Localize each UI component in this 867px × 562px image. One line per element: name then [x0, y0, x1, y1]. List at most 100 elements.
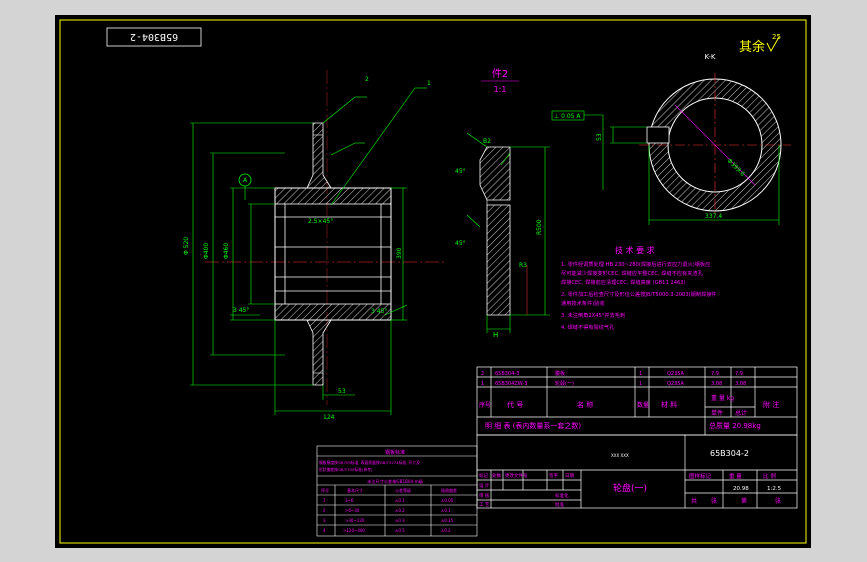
title-col-label: 重 量 — [729, 472, 742, 480]
std-header: 公差等级 — [395, 487, 411, 493]
tech-req-line: 尽可能减少焊接变形CEC, 焊缝应平整CEC, 焊缝不应有夹渣孔 — [561, 269, 704, 277]
part-scale: 1:1 — [494, 85, 507, 94]
title-role: 设 计 — [479, 482, 490, 489]
title-sheet-label: 共 — [691, 497, 697, 505]
title-unit: ХХХ ХХХ — [611, 453, 629, 458]
bom-header: 代 号 — [507, 400, 523, 409]
std-cell: 4 — [323, 528, 326, 533]
bom-header: 材 料 — [661, 400, 677, 409]
dim-hub-dia: 390 — [396, 247, 403, 259]
dim-outer-dia: Φ 520 — [183, 237, 190, 255]
cad-drawing: 65B304-2 其余 25 — [59, 19, 807, 544]
title-block-text: 65B304-2 ХХХ ХХХ 轮盘(一) 图样标记 重 量 比 例 20.9… — [479, 449, 782, 508]
bom-cell: 65B304ZW-3 — [495, 381, 528, 387]
tech-req-line: 4. 焊缝不得有裂纹气孔 — [561, 323, 615, 331]
tech-req-line: 3. 未注倒角2X45°并去毛刺 — [561, 311, 625, 319]
part-label: 件2 — [492, 68, 508, 80]
dim-section-height: R500 — [536, 219, 543, 235]
bom-cell: 7.9 — [711, 371, 719, 377]
bom-cell: 轮毂(一) — [555, 380, 574, 387]
title-drawing-no: 65B304-2 — [710, 449, 749, 458]
title-block — [476, 434, 798, 509]
dim-keyway-width: 337.4 — [705, 213, 722, 220]
std-cell: >120~400 — [343, 528, 365, 533]
bom-cell: 1 — [481, 381, 484, 387]
roughness-symbol-icon — [766, 36, 780, 53]
bom-header: 附 注 — [763, 400, 779, 409]
std-cell: ±0.15 — [441, 518, 454, 523]
title-sign-label: 处数 — [492, 472, 501, 479]
bom-cell: 3.08 — [735, 381, 746, 387]
bom-summary: 明 细 表 (表内数量系一套之数) — [485, 421, 581, 430]
title-role: 工 艺 — [479, 502, 490, 508]
bom-table — [476, 366, 798, 436]
std-subtitle: 未注尺寸公差按GB1804-m级 — [367, 478, 424, 485]
std-cell: ±0.5 — [395, 528, 405, 533]
title-role: 审 核 — [479, 492, 490, 499]
bom-header: 单件 — [711, 409, 723, 417]
bom-header: 数量 — [637, 401, 649, 409]
title-scale: 1:2.5 — [767, 486, 782, 492]
dim-chamfer-right: 3 45° — [371, 308, 387, 315]
bom-cell: 7.9 — [735, 371, 743, 377]
tolerance-frame — [551, 110, 585, 121]
std-cell: 2 — [323, 508, 326, 513]
title-sheet-label: 第 — [741, 497, 747, 505]
standards-table — [316, 445, 478, 537]
dim-ring-key: 53 — [596, 133, 603, 141]
dim-small-h: H — [493, 331, 498, 339]
std-cell: >30~120 — [345, 518, 365, 523]
std-cell: 3~6 — [345, 498, 354, 503]
std-cell: 3 — [323, 518, 326, 523]
detail-view: 件2 1:1 H R500 45° 45° B2 R3 ⊥ 0.05 A — [455, 68, 604, 339]
tech-req-line: 2. 零件加工后检查尺寸及形位公差按JB/T5000.3-2003(钢制焊接件 — [561, 290, 717, 298]
dim-small-b: B2 — [483, 138, 491, 145]
bom-cell: 1 — [639, 381, 642, 387]
title-sheet-label: 张 — [775, 497, 781, 505]
std-header: 基本尺寸 — [347, 487, 363, 493]
dim-hub-height: 124 — [323, 414, 335, 421]
std-header: 极限偏差 — [441, 487, 457, 493]
dim-angle-a: 45° — [455, 168, 466, 175]
datum-label: A — [243, 177, 248, 184]
tech-req-title: 技 术 要 求 — [615, 245, 655, 255]
std-cell: ±0.2 — [395, 508, 405, 513]
bom-header: 序号 — [479, 401, 491, 409]
std-cell: >6~30 — [345, 508, 360, 513]
tech-req-line: 1. 零件经调质处理 HB 230~280(焊接后进行去应力退火)钢板应 — [561, 260, 710, 268]
bom-cell: Q235A — [667, 381, 684, 387]
dim-inner-dia: Φ460 — [223, 243, 230, 259]
bom-cell: 3.08 — [711, 381, 722, 387]
bom-total-weight: 总质量 20.98kg — [709, 421, 761, 430]
std-cell: 1 — [323, 498, 326, 503]
dim-bore-dia: Φ400 — [203, 243, 210, 259]
bom-header: 名 称 — [577, 400, 593, 409]
std-cell: ±0.3 — [395, 518, 405, 523]
std-cell: ±0.2 — [441, 528, 451, 533]
standards-text: 钢板标准 钢板厚度按GB709标准, 表面质量按GB/T3274标准, 尺寸及 … — [319, 449, 457, 533]
title-role: 标准化 — [555, 492, 569, 499]
bom-header: 总计 — [735, 409, 747, 417]
title-role: 批准 — [555, 501, 564, 508]
bom-cell: Q235A — [667, 371, 684, 377]
tech-req-line: 通用技术条件)验收 — [561, 299, 605, 307]
std-note: 钢板厚度按GB709标准, 表面质量按GB/T3274标准, 尺寸及 — [319, 460, 420, 465]
std-title: 钢板标准 — [385, 449, 405, 456]
std-cell: ±0.1 — [441, 508, 451, 513]
drawing-sheet: 65B304-2 其余 25 — [55, 15, 811, 548]
bom-cell: 腹板 — [555, 370, 565, 377]
tolerance-frame-text: ⊥ 0.05 A — [554, 113, 581, 120]
outer-frame — [59, 19, 807, 544]
title-weight: 20.98 — [733, 486, 749, 492]
dim-chamfer-bore: 2.5×45° — [308, 218, 333, 225]
ring-view: K-K 337.4 Φ399.6 53 — [596, 53, 791, 225]
tech-req-line: 焊接CEC, 焊接前应清理CEC, 焊缝高度 (GB11 2463) — [561, 278, 686, 286]
callout-2: 2 — [365, 76, 369, 83]
std-header: 序号 — [321, 487, 329, 493]
title-sheet-label: 张 — [711, 497, 717, 505]
dim-chamfer-left: 3 45° — [233, 307, 249, 314]
std-cell: ±0.05 — [441, 498, 454, 503]
bom-rows: 2 65B304-3 腹板 1 Q235A 7.9 7.9 1 65B304ZW… — [479, 370, 779, 430]
title-sign-label: 标记 — [479, 472, 488, 479]
bom-cell: 1 — [639, 371, 642, 377]
